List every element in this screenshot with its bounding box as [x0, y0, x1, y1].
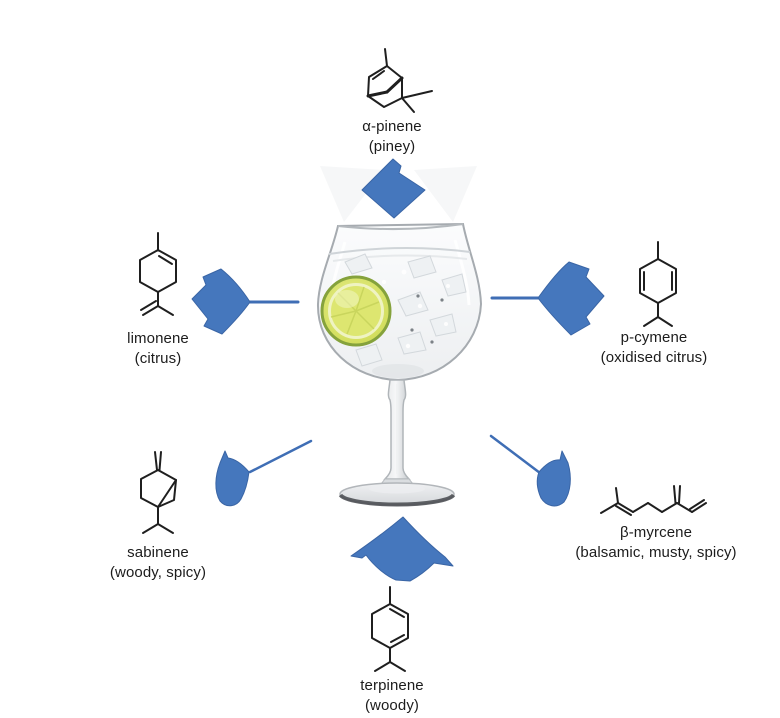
glass-illustration	[316, 166, 483, 507]
bubbles	[382, 269, 450, 349]
sabinene-structure	[140, 451, 177, 534]
label-p-cymene: p-cymene (oxidised citrus)	[601, 328, 708, 368]
ice-shadows	[410, 294, 444, 344]
p-cymene-structure	[639, 241, 677, 327]
terpinene-structure	[371, 586, 409, 672]
foot-inner-sheen	[369, 484, 425, 494]
liquid-surface-sheen	[332, 254, 468, 262]
limonene-structure	[139, 232, 177, 316]
glass-highlight-right	[453, 239, 471, 306]
molecule-descriptor: (piney)	[368, 138, 416, 155]
beta-myrcene-structure	[600, 485, 707, 516]
lime-wheel	[320, 275, 392, 347]
glass-rim	[337, 223, 464, 231]
molecule-name: limonene	[127, 330, 189, 347]
arrows	[191, 158, 605, 582]
molecule-name: α-pinene	[362, 118, 422, 135]
molecule-name: β-myrcene	[619, 524, 693, 541]
ice-cubes	[344, 253, 467, 367]
liquid-surface	[328, 246, 471, 255]
arrow-top	[361, 158, 426, 219]
label-limonene: limonene (citrus)	[127, 329, 189, 369]
bowl-shadow	[372, 364, 424, 378]
molecule-descriptor: (woody)	[364, 697, 420, 714]
alpha-pinene-structure	[366, 48, 433, 113]
label-sabinene: sabinene (woody, spicy)	[110, 543, 206, 583]
label-terpinene: terpinene (woody)	[360, 676, 423, 716]
arrow-right	[490, 261, 605, 336]
photo-glare-right	[414, 166, 477, 222]
molecule-name: sabinene	[127, 544, 189, 561]
label-beta-myrcene: β-myrcene (balsamic, musty, spicy)	[575, 523, 736, 563]
molecule-descriptor: (balsamic, musty, spicy)	[575, 544, 737, 561]
molecule-name: terpinene	[360, 677, 424, 694]
arrow-bottom-right	[489, 434, 571, 507]
foot-dark-rim	[338, 493, 456, 507]
molecule-name: p-cymene	[620, 329, 688, 346]
arrow-bottom-left	[215, 439, 313, 507]
photo-glare-left	[320, 166, 384, 222]
arrow-left	[191, 268, 300, 335]
arrow-bottom	[350, 516, 454, 582]
molecule-descriptor: (woody, spicy)	[109, 564, 207, 581]
label-alpha-pinene: α-pinene (piney)	[362, 117, 422, 157]
molecule-descriptor: (citrus)	[134, 350, 182, 367]
molecule-descriptor: (oxidised citrus)	[600, 349, 708, 366]
molecule-structures	[139, 48, 707, 672]
